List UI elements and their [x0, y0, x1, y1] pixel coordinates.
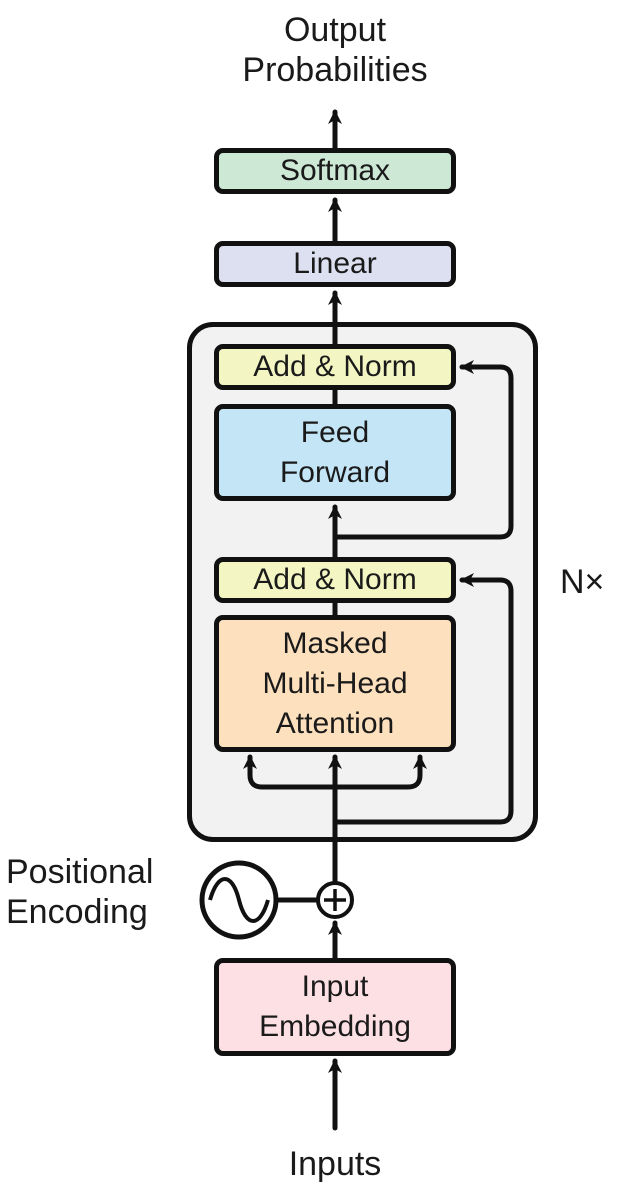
- masked-attention-label-line-3: Attention: [275, 706, 395, 740]
- add-norm-top-block: Add & Norm: [214, 344, 456, 390]
- add-norm-bottom-label: Add & Norm: [253, 563, 417, 596]
- masked-attention-label-line-2: Multi-Head: [262, 666, 408, 700]
- softmax-label: Softmax: [279, 154, 391, 187]
- positional-encoding-label: Positional Encoding: [6, 852, 186, 932]
- positional-encoding-line-2: Encoding: [6, 893, 148, 931]
- repeat-count-label: N×: [560, 563, 605, 601]
- input-embedding-label-line-2: Embedding: [259, 1010, 411, 1043]
- feed-forward-block: Feed Forward: [214, 404, 456, 501]
- feed-forward-label-line-2: Forward: [279, 455, 391, 489]
- output-probabilities-label: Output Probabilities: [205, 10, 465, 90]
- input-embedding-label-line-1: Input: [301, 970, 369, 1003]
- linear-label: Linear: [293, 247, 377, 280]
- linear-block: Linear: [214, 241, 456, 287]
- softmax-block: Softmax: [214, 148, 456, 194]
- masked-attention-block: Masked Multi-Head Attention: [214, 615, 456, 752]
- positional-encoding-line-1: Positional: [6, 853, 154, 891]
- add-norm-bottom-block: Add & Norm: [214, 557, 456, 603]
- masked-attention-label-line-1: Masked: [282, 626, 388, 660]
- input-embedding-block: Input Embedding: [214, 958, 456, 1056]
- feed-forward-label-line-1: Feed: [300, 415, 370, 449]
- add-norm-top-label: Add & Norm: [253, 350, 417, 383]
- output-label-line-2: Probabilities: [242, 51, 428, 89]
- output-label-line-1: Output: [283, 11, 387, 49]
- inputs-label: Inputs: [288, 1145, 382, 1183]
